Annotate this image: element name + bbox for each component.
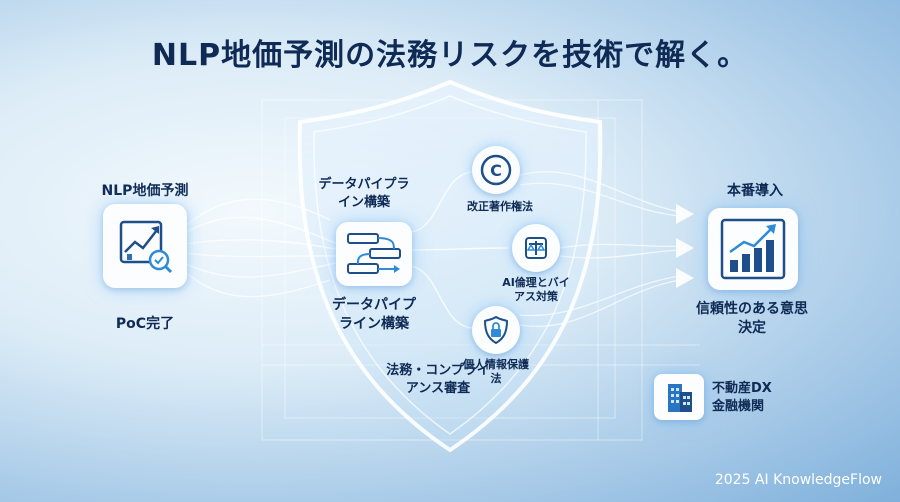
- chart-magnifier-icon: [119, 220, 173, 274]
- check-label-copyright: 改正著作権法: [467, 200, 533, 213]
- left-caption: PoC完了: [115, 316, 175, 332]
- org-label: 不動産DX 金融機関: [712, 381, 772, 414]
- copyright-icon: C: [480, 154, 512, 186]
- growth-chart-icon: [720, 218, 786, 280]
- nlp-card: [103, 204, 187, 288]
- arrowheads: [676, 204, 694, 288]
- pipeline-card: [336, 222, 412, 286]
- ethics-badge: [512, 224, 560, 272]
- pipeline-caption: データパイプライン構築: [332, 297, 416, 332]
- right-caption: 信頼性のある意思決定: [696, 301, 808, 336]
- page-title: NLP地価予測の法務リスクを技術で解く。: [151, 38, 749, 73]
- scales-icon: [525, 237, 547, 259]
- pipeline-heading: データパイプライン構築: [318, 177, 410, 210]
- production-card: [708, 208, 798, 290]
- svg-text:C: C: [490, 161, 502, 180]
- lock-shield-icon: [483, 315, 509, 345]
- check-label-privacy: 個人情報保護法: [463, 358, 529, 385]
- copyright-badge: C: [472, 146, 520, 194]
- building-icon: [668, 384, 692, 412]
- left-heading: NLP地価予測: [101, 183, 189, 199]
- privacy-badge: [472, 306, 520, 354]
- pipeline-icon: [347, 233, 401, 274]
- review-label: 法務・コンプライアンス審査: [386, 363, 490, 396]
- org-card: [654, 374, 704, 420]
- footer-credit: 2025 AI KnowledgeFlow: [714, 472, 882, 488]
- check-label-ethics: AI倫理とバイアス対策: [502, 276, 570, 303]
- right-heading: 本番導入: [727, 183, 783, 199]
